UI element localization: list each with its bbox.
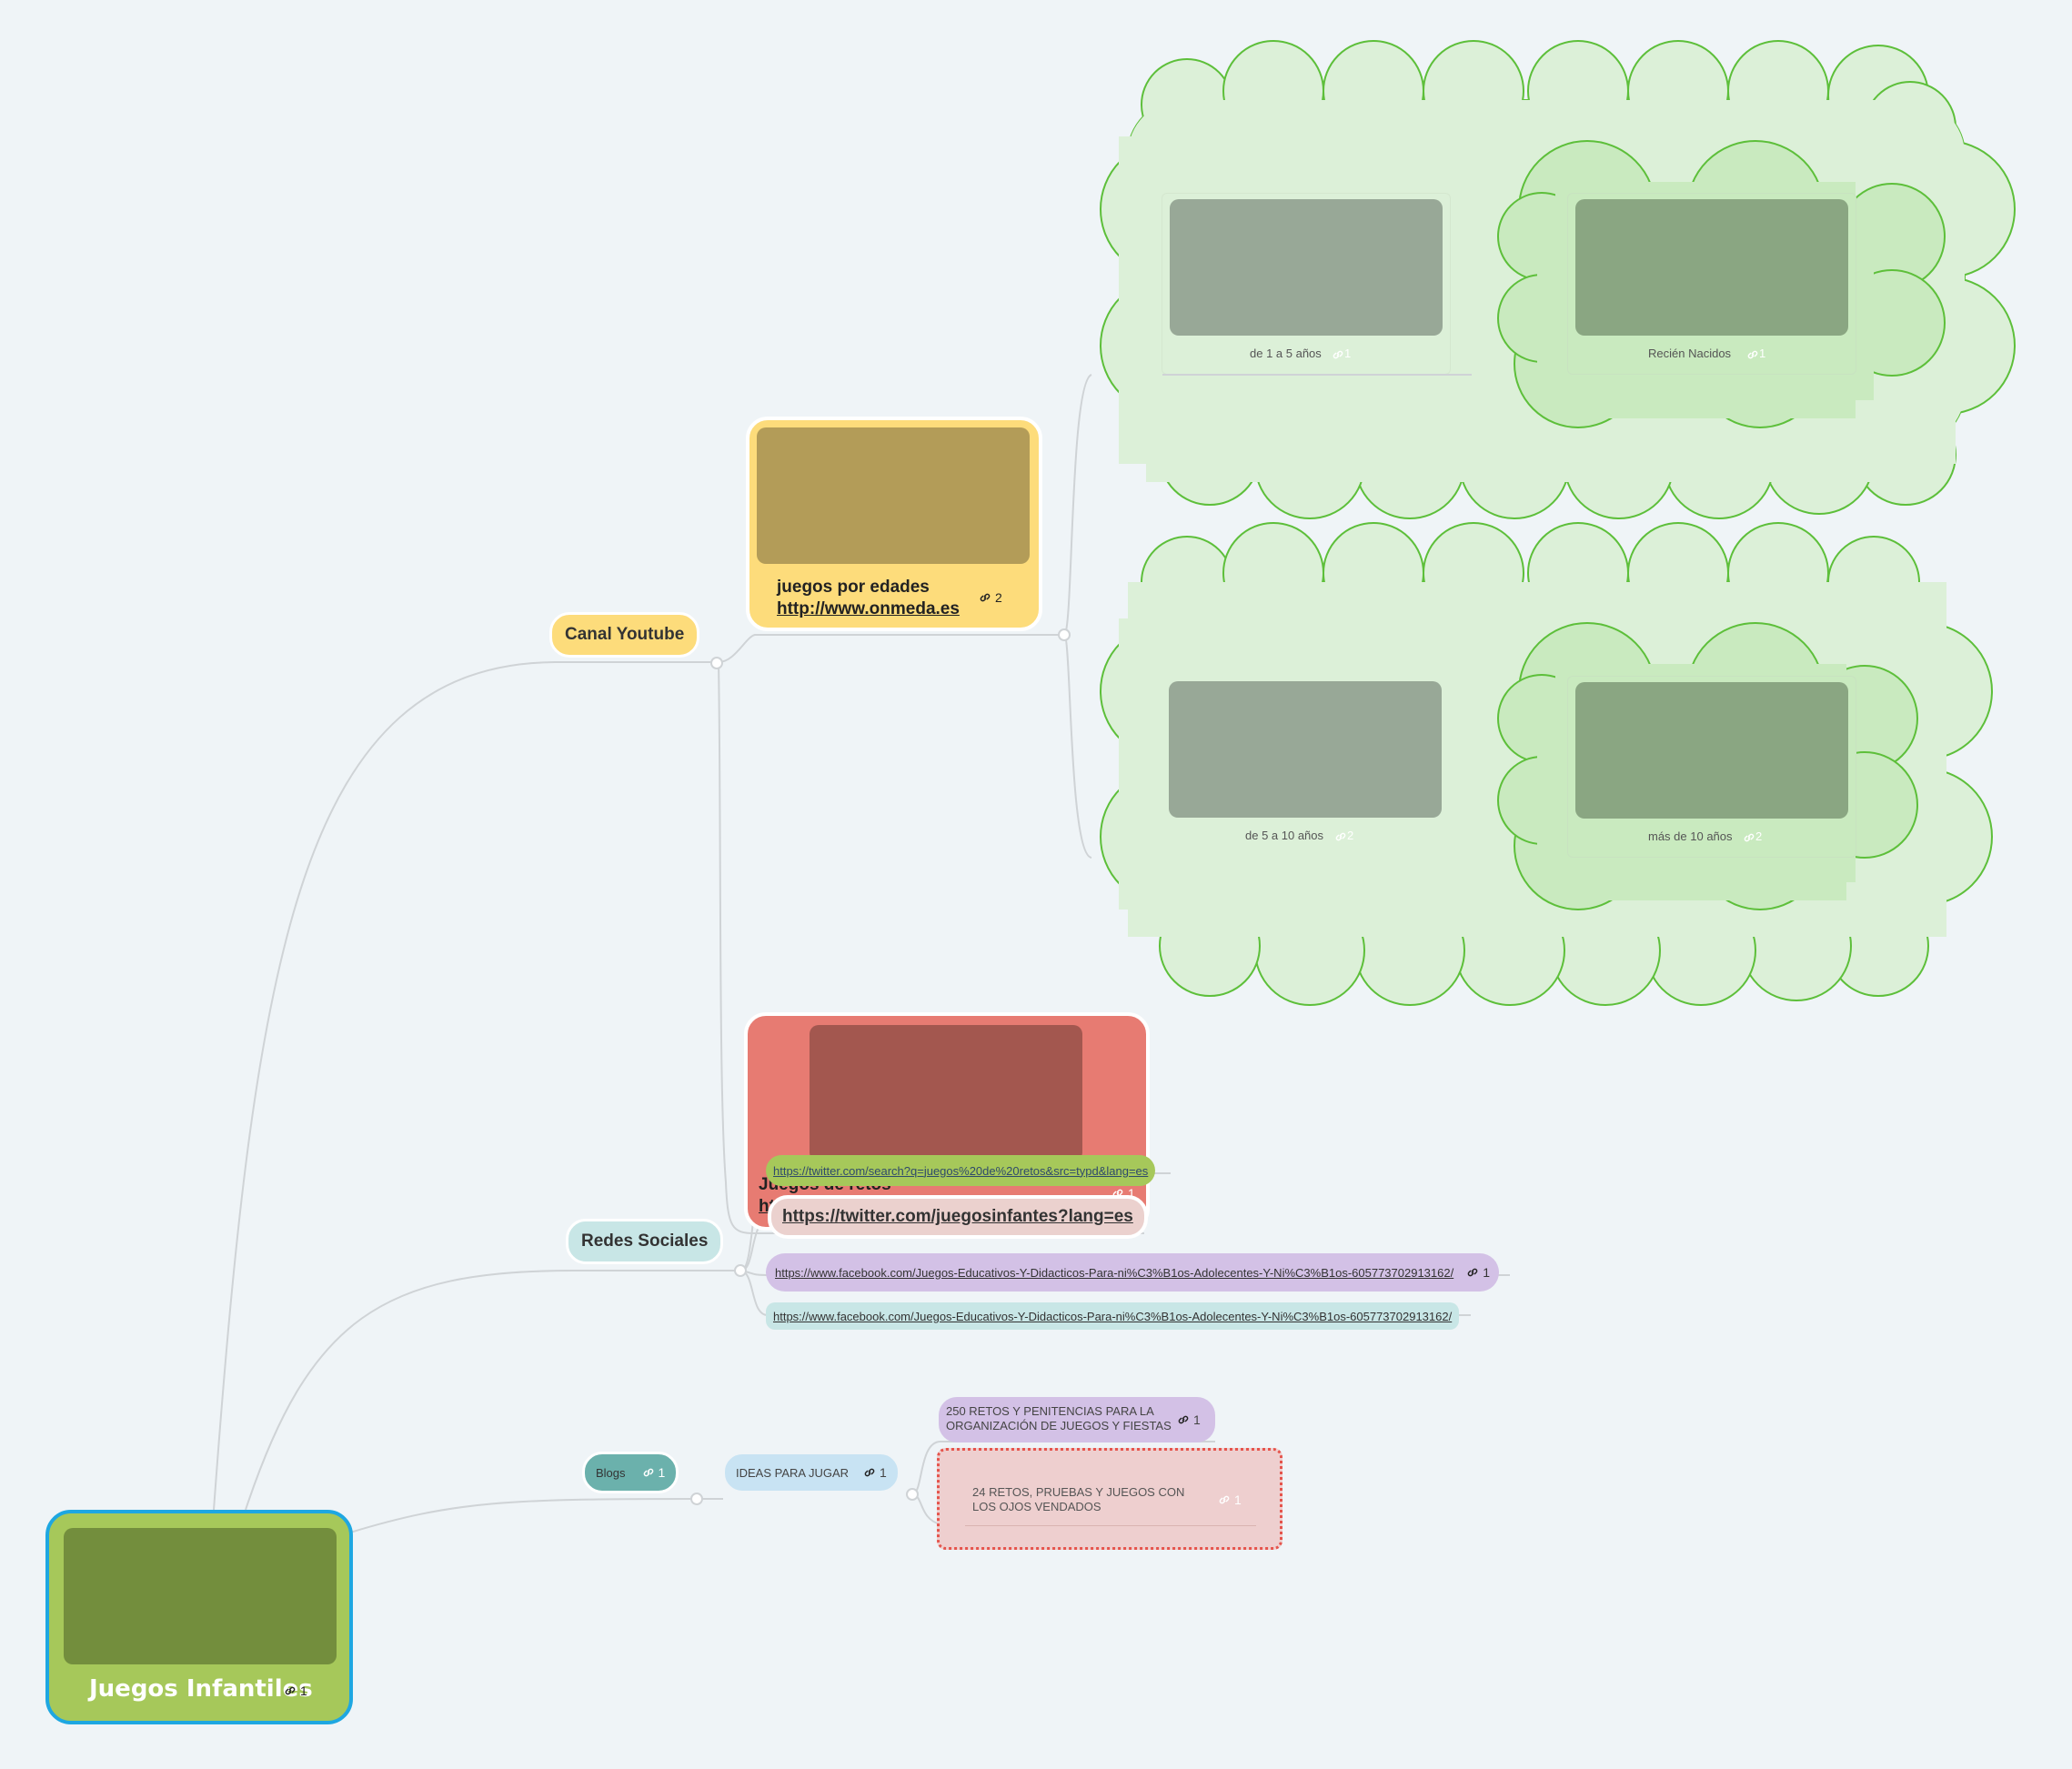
url-text[interactable]: https://www.facebook.com/Juegos-Educativ… [775,1265,1454,1280]
card-de-5-a-10[interactable]: de 5 a 10 años 2 [1162,676,1451,858]
card-label: de 1 a 5 años [1250,347,1322,360]
node-title: juegos por edades [777,578,930,597]
node-redes-sociales[interactable]: Redes Sociales [566,1219,724,1264]
node-canal-youtube[interactable]: Canal Youtube [549,612,700,658]
card-link-badge[interactable]: 2 [1334,829,1353,843]
node-image [757,427,1030,564]
link-icon [285,1686,296,1695]
link-badge[interactable]: 1 [284,1683,307,1699]
node-image [810,1025,1082,1161]
link-twitter-profile[interactable]: https://twitter.com/juegosinfantes?lang=… [768,1195,1148,1239]
url-text[interactable]: https://twitter.com/search?q=juegos%20de… [773,1163,1149,1178]
node-juegos-de-retos[interactable]: Juegos de retos ht 1 [744,1012,1150,1231]
card-de-1-a-5[interactable]: de 1 a 5 años 1 [1162,193,1472,376]
card-image [1575,682,1848,819]
link-twitter-search[interactable]: https://twitter.com/search?q=juegos%20de… [766,1155,1156,1186]
card-link-badge[interactable]: 2 [1743,829,1762,844]
link-icon [1744,833,1755,841]
node-label: 24 RETOS, PRUEBAS Y JUEGOS CON LOS OJOS … [972,1485,1185,1513]
card-image [1575,199,1848,336]
card-link-badge[interactable]: 1 [1746,347,1765,361]
url-text[interactable]: https://www.facebook.com/Juegos-Educativ… [773,1309,1453,1323]
node-blogs[interactable]: Blogs 1 [582,1452,679,1493]
node-juegos-por-edades[interactable]: juegos por edades http://www.onmeda.es 2 [746,417,1042,631]
link-icon [1467,1268,1478,1277]
root-title: Juegos Infantiles [89,1675,313,1703]
node-label: Canal Youtube [565,625,685,644]
root-image [64,1528,337,1664]
link-icon [1178,1415,1189,1423]
node-24-retos[interactable]: 24 RETOS, PRUEBAS Y JUEGOS CON LOS OJOS … [937,1448,1282,1550]
link-badge[interactable]: 1 [1177,1412,1201,1427]
node-url[interactable]: http://www.onmeda.es [777,599,960,618]
link-facebook-1[interactable]: https://www.facebook.com/Juegos-Educativ… [766,1253,1500,1292]
node-label: IDEAS PARA JUGAR [736,1465,850,1480]
link-icon [1333,350,1343,358]
link-badge[interactable]: 1 [1218,1492,1242,1507]
card-link-badge[interactable]: 1 [1332,347,1351,361]
card-image [1169,681,1442,818]
link-icon [1219,1495,1230,1503]
node-ideas-para-jugar[interactable]: IDEAS PARA JUGAR 1 [722,1452,900,1493]
card-image [1170,199,1443,336]
link-icon [643,1468,653,1477]
card-label: más de 10 años [1648,829,1733,843]
card-label: Recién Nacidos [1648,347,1732,360]
link-icon [1747,350,1758,358]
link-icon [864,1468,875,1477]
node-250-retos[interactable]: 250 RETOS Y PENITENCIAS PARA LA ORGANIZA… [939,1397,1215,1442]
url-text[interactable]: https://twitter.com/juegosinfantes?lang=… [782,1207,1133,1226]
node-label: 250 RETOS Y PENITENCIAS PARA LA ORGANIZA… [946,1404,1172,1432]
node-label: Redes Sociales [581,1231,709,1251]
link-badge[interactable]: 2 [979,589,1002,606]
card-mas-de-10[interactable]: más de 10 años 2 [1567,676,1856,858]
card-label: de 5 a 10 años [1245,829,1324,842]
root-node-juegos-infantiles[interactable]: Juegos Infantiles 1 [45,1510,353,1724]
link-icon [980,593,991,602]
card-recien-nacidos[interactable]: Recién Nacidos 1 [1567,193,1856,375]
node-label: Blogs [596,1465,626,1480]
link-facebook-2[interactable]: https://www.facebook.com/Juegos-Educativ… [766,1302,1460,1330]
link-icon [1335,832,1346,840]
